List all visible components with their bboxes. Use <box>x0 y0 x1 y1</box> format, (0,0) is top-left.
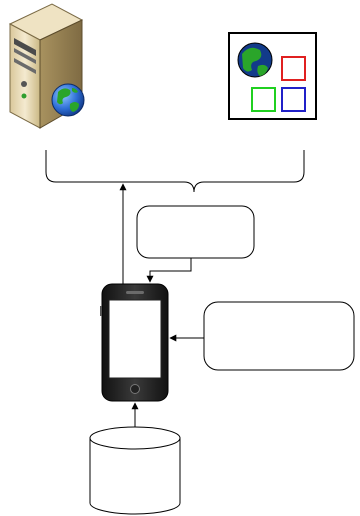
green-square <box>251 87 276 112</box>
red-square <box>281 56 306 81</box>
middle-box <box>136 205 255 259</box>
brace-connector <box>45 150 305 193</box>
right-box <box>203 301 355 371</box>
globe-icon <box>51 83 85 117</box>
blue-square <box>281 87 306 112</box>
arrow-middle-box-to-phone <box>146 258 192 283</box>
web-page-icon <box>228 32 317 120</box>
smartphone-icon <box>100 283 169 402</box>
web-server-icon <box>8 3 85 129</box>
database-icon <box>89 426 181 515</box>
globe-icon <box>237 42 273 78</box>
